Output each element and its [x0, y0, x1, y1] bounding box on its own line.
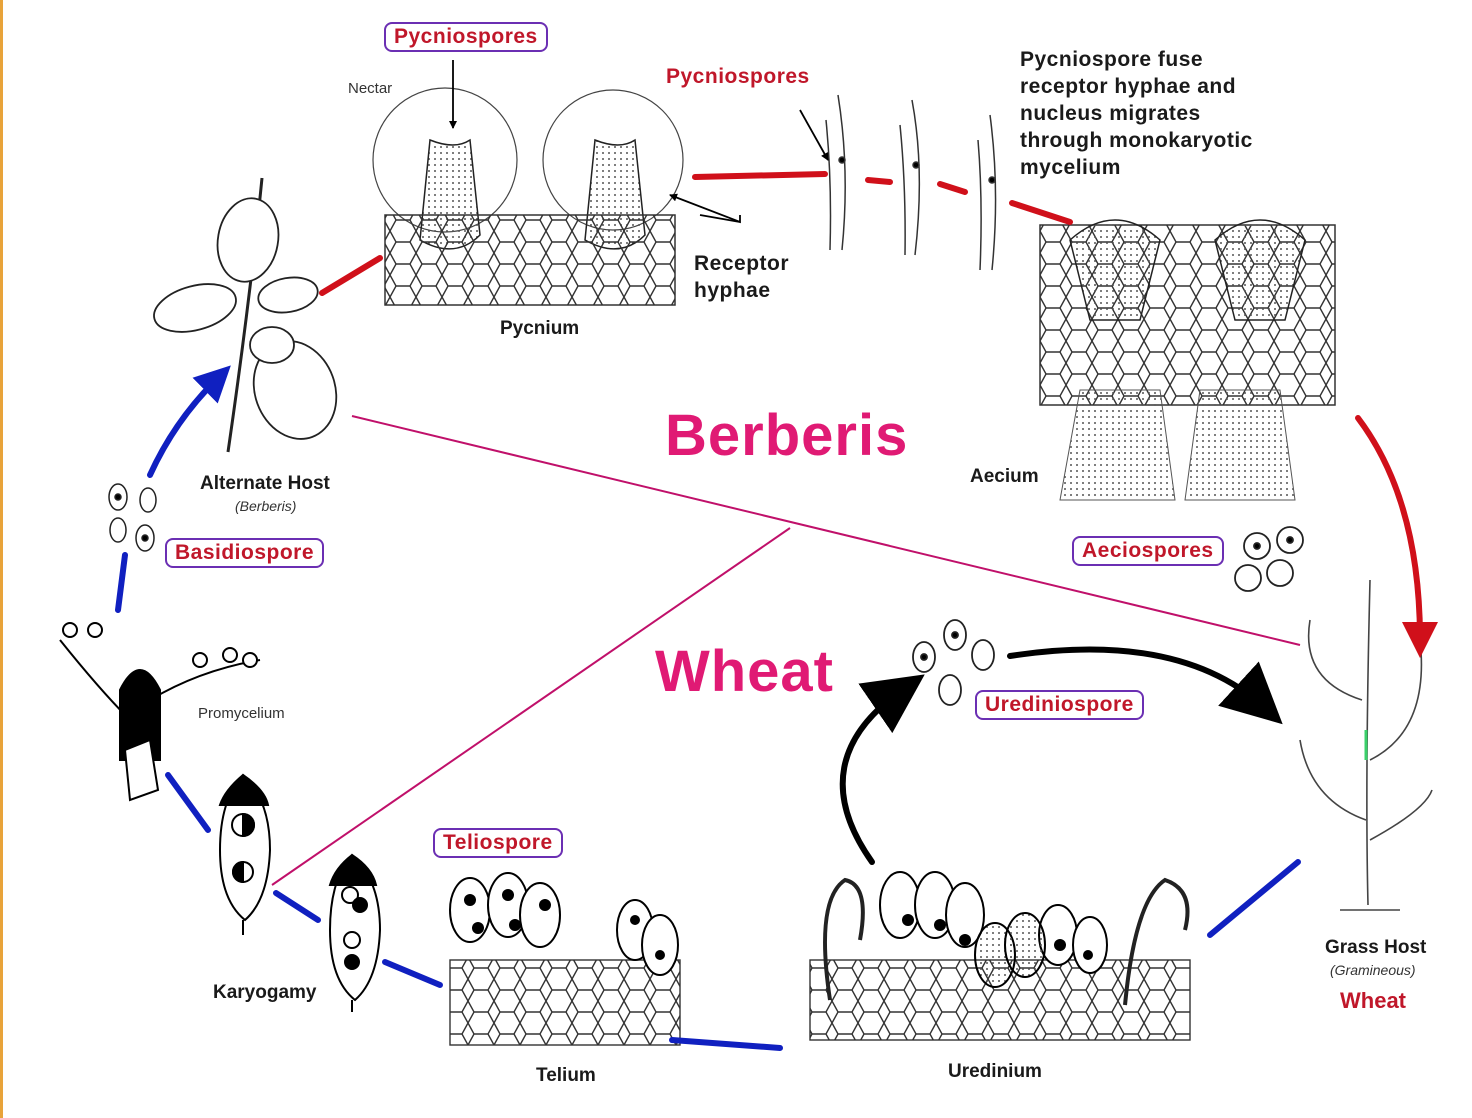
telium-drawing — [450, 873, 680, 1045]
uredinial-cycle-arrows — [843, 650, 1265, 863]
aecium-drawing — [1040, 220, 1335, 500]
grass-host-crop-label: Wheat — [1340, 988, 1406, 1014]
uredinium-label: Uredinium — [948, 1061, 1042, 1083]
receptor-label-line-1: Receptor — [694, 250, 789, 277]
grass-host-label: Grass Host — [1325, 937, 1426, 959]
basidiospore-label: Basidiospore — [165, 538, 324, 568]
pycniospores-right-label: Pycniospores — [666, 65, 810, 89]
wheat-plant-drawing — [1300, 580, 1432, 910]
karyogamy-label: Karyogamy — [213, 982, 317, 1004]
pycnium-drawing — [373, 60, 683, 305]
receptor-label-line-2: hyphae — [694, 277, 789, 304]
fusion-note-line-1: Pycniospore fuse — [1020, 46, 1253, 73]
pycniospore-fusion-note: Pycniospore fuse receptor hyphae and nuc… — [1020, 46, 1253, 181]
wheat-region-label: Wheat — [655, 638, 834, 705]
receptor-hyphae-drawing — [670, 95, 996, 270]
pycniospores-top-label: Pycniospores — [384, 22, 548, 52]
alternate-host-sublabel: (Berberis) — [235, 498, 296, 514]
fusion-note-line-4: through monokaryotic — [1020, 127, 1253, 154]
basidiospores-drawing — [109, 484, 156, 551]
fusion-note-line-2: receptor hyphae and — [1020, 73, 1253, 100]
nectar-label: Nectar — [348, 80, 392, 97]
berberis-plant-drawing — [149, 178, 350, 452]
fusion-note-line-5: mycelium — [1020, 154, 1253, 181]
aeciospores-drawing — [1235, 527, 1303, 591]
karyogamy-drawing — [220, 775, 380, 1012]
aeciospores-label: Aeciospores — [1072, 536, 1224, 566]
fusion-note-line-3: nucleus migrates — [1020, 100, 1253, 127]
teliospore-label: Teliospore — [433, 828, 563, 858]
urediniospore-label: Urediniospore — [975, 690, 1144, 720]
alternate-host-label: Alternate Host — [200, 473, 330, 495]
berberis-region-label: Berberis — [665, 402, 908, 469]
receptor-hyphae-label: Receptor hyphae — [694, 250, 789, 304]
grass-host-sublabel: (Gramineous) — [1330, 962, 1416, 978]
promycelium-label: Promycelium — [198, 705, 285, 722]
uredinium-drawing — [810, 872, 1190, 1040]
pycnium-label: Pycnium — [500, 318, 579, 340]
aecium-label: Aecium — [970, 466, 1039, 488]
telium-label: Telium — [536, 1065, 596, 1087]
